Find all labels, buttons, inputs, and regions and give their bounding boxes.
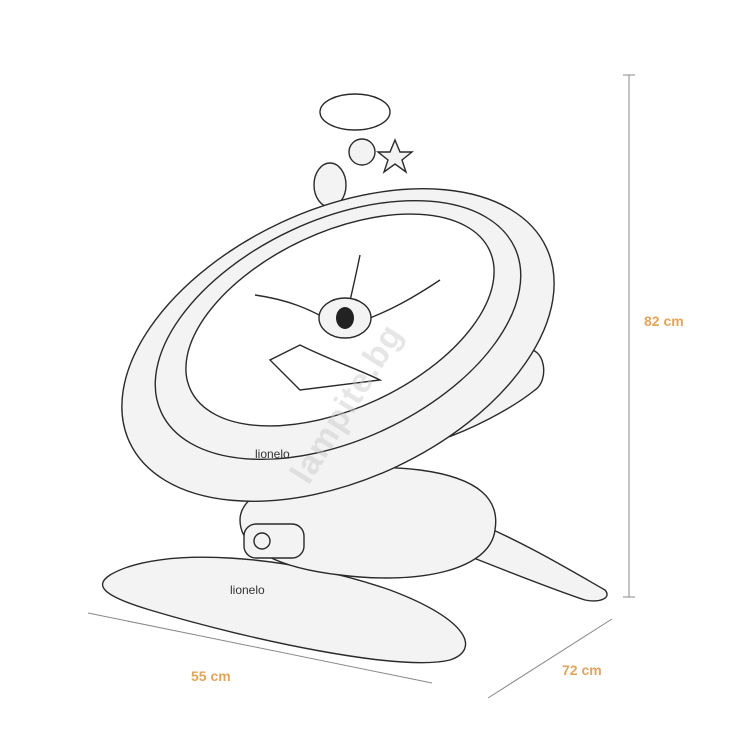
depth-dimension-line xyxy=(487,618,613,699)
toy-ring xyxy=(319,93,391,131)
depth-label: 72 cm xyxy=(562,662,602,678)
control-panel[interactable] xyxy=(243,523,305,559)
height-dimension-line xyxy=(623,74,635,598)
seat-brand-label: lionelo xyxy=(255,447,290,461)
seat-inner-rim xyxy=(154,199,522,461)
height-label: 82 cm xyxy=(644,313,684,329)
harness xyxy=(254,254,441,391)
star-toy xyxy=(376,138,414,174)
width-label: 55 cm xyxy=(191,668,231,684)
fish-toy xyxy=(348,138,376,166)
front-base xyxy=(101,556,467,664)
width-dimension-line xyxy=(87,612,433,684)
base-brand-label: lionelo xyxy=(230,583,265,597)
buckle-center xyxy=(336,307,354,329)
